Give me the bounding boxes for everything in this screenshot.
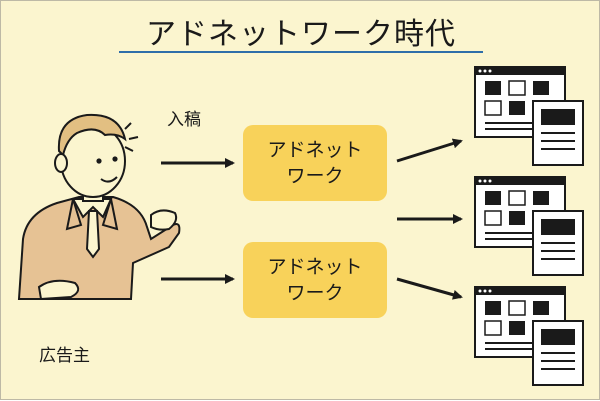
arrow-icon [396, 277, 463, 300]
website-icon [474, 286, 584, 386]
ad-network-label: アドネット ワーク [267, 139, 363, 187]
website-icon [474, 66, 584, 166]
arrow-icon [396, 138, 463, 163]
ad-network-label: アドネット ワーク [267, 256, 363, 304]
submit-label: 入稿 [167, 110, 201, 130]
ad-network-box: アドネット ワーク [243, 125, 387, 201]
title-underline [119, 51, 483, 53]
advertiser-label: 広告主 [39, 346, 90, 366]
page-title: アドネットワーク時代 [146, 17, 456, 52]
ad-network-box: アドネット ワーク [243, 242, 387, 318]
advertiser-person-icon [17, 113, 181, 301]
website-icon [474, 176, 584, 276]
